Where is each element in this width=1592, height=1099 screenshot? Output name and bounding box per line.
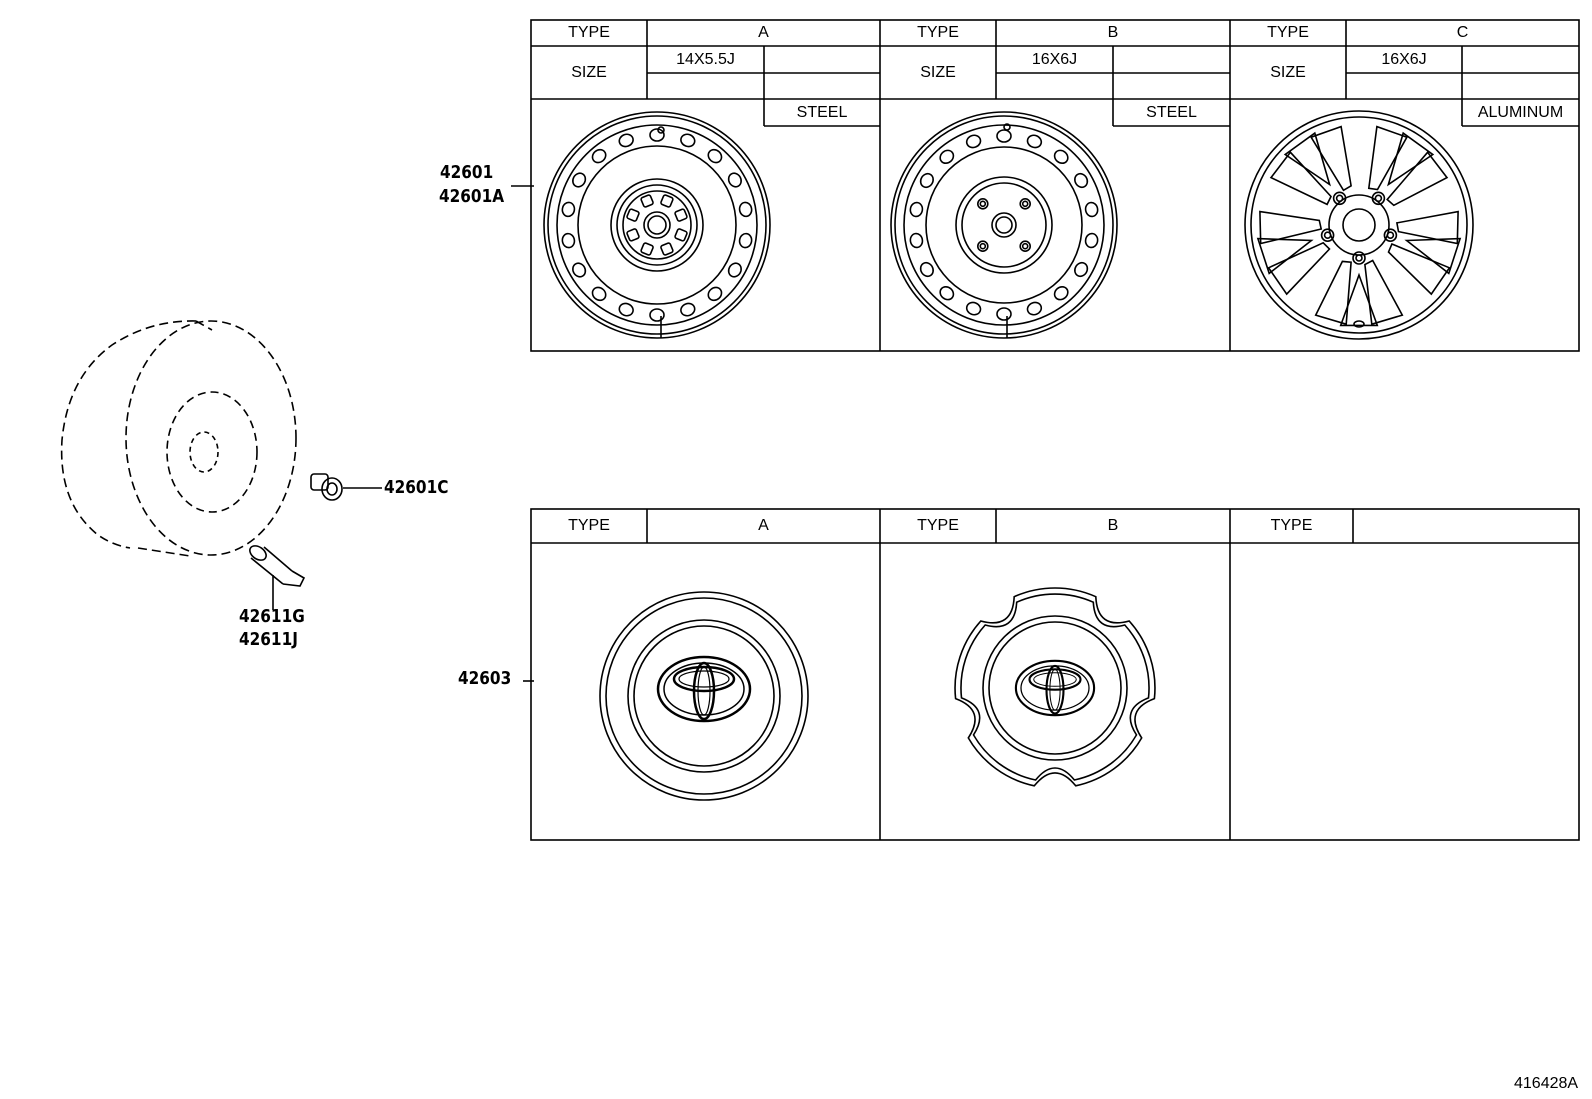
wheel-b-type-label: TYPE xyxy=(917,24,959,41)
callout-42601a: 42601A xyxy=(439,186,505,207)
wheel-b-size-value: 16X6J xyxy=(1031,50,1078,68)
callout-42611g: 42611G xyxy=(239,606,305,627)
wheel-table xyxy=(530,19,1580,352)
wheel-c-size-label: SIZE xyxy=(1270,63,1306,81)
cap-c-type-value xyxy=(1353,509,1579,543)
tire-assembly xyxy=(60,320,297,557)
center-cap-type-a xyxy=(599,591,809,801)
lug-nut xyxy=(310,473,382,501)
diagram-code: 416428A xyxy=(1514,1075,1579,1092)
aluminum-wheel-type-c xyxy=(1244,110,1474,340)
center-cap-type-b xyxy=(954,587,1156,787)
wheel-a-size-label: SIZE xyxy=(571,63,607,81)
wheel-c-material: ALUMINUM xyxy=(1477,103,1564,121)
steel-wheel-type-a xyxy=(543,111,771,339)
cap-b-type-value: B xyxy=(1107,517,1119,534)
wheel-a-type-value: A xyxy=(758,24,769,41)
callout-42601: 42601 xyxy=(440,162,494,183)
cap-b-type-label: TYPE xyxy=(917,517,959,534)
center-cap-table xyxy=(530,508,1580,841)
wheel-a-size-value: 14X5.5J xyxy=(676,50,735,68)
wheel-c-type-label: TYPE xyxy=(1267,24,1309,41)
callout-42611j: 42611J xyxy=(239,629,298,650)
callout-42601c: 42601C xyxy=(384,477,449,498)
cap-a-type-value: A xyxy=(758,517,769,534)
wheel-b-type-value: B xyxy=(1107,24,1119,41)
cap-a-type-label: TYPE xyxy=(568,517,610,534)
cap-c-type-label: TYPE xyxy=(1270,517,1313,534)
wheel-b-material: STEEL xyxy=(1146,103,1197,121)
wheel-b-size-label: SIZE xyxy=(920,63,956,81)
wheel-a-type-label: TYPE xyxy=(568,24,610,41)
wheel-c-type-value: C xyxy=(1456,24,1469,41)
valve-stem xyxy=(249,545,306,610)
wheel-a-material: STEEL xyxy=(796,103,848,121)
wheel-c-size-value: 16X6J xyxy=(1381,50,1427,68)
callout-42603: 42603 xyxy=(458,668,512,689)
steel-wheel-type-b xyxy=(890,111,1118,339)
